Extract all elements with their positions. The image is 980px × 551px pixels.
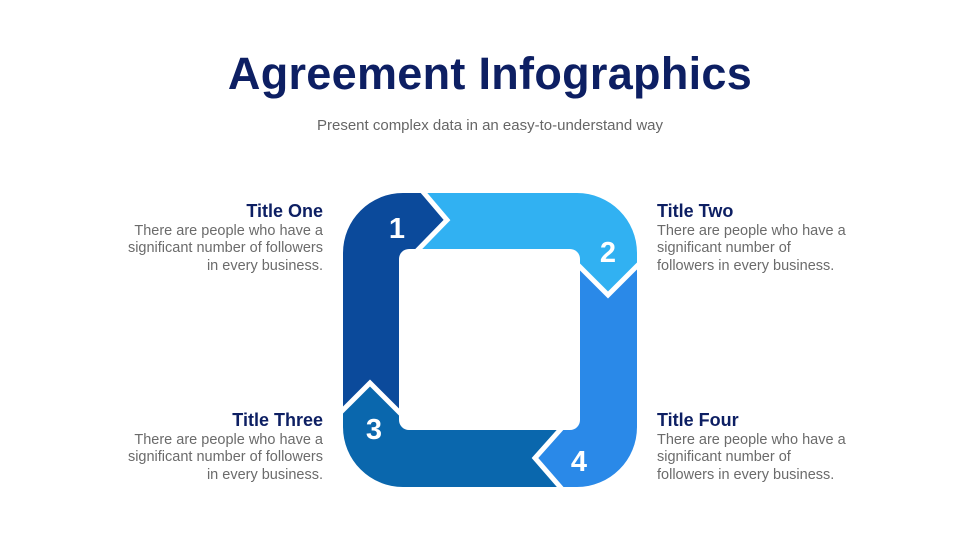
segment-4 <box>535 258 637 487</box>
step-body: There are people who have a significant … <box>657 223 846 274</box>
step-number-2: 2 <box>600 237 616 269</box>
step-four-text: Title Four There are people who have a s… <box>657 409 847 484</box>
step-title: Title Three <box>232 410 323 430</box>
step-title: Title Two <box>657 201 734 221</box>
step-body: There are people who have a significant … <box>127 432 323 483</box>
segment-2 <box>413 193 637 295</box>
separators <box>343 193 637 487</box>
step-number-1: 1 <box>389 213 405 245</box>
page-subtitle: Present complex data in an easy-to-under… <box>316 117 664 134</box>
step-body: There are people who have a significant … <box>657 432 846 483</box>
step-number-4: 4 <box>571 446 587 478</box>
step-title: Title One <box>246 201 323 221</box>
step-title: Title Four <box>657 410 739 430</box>
page-title: Agreement Infographics <box>227 48 753 99</box>
step-three-text: Title Three There are people who have a … <box>123 409 323 484</box>
segment-1 <box>343 193 447 418</box>
step-two-text: Title Two There are people who have a si… <box>657 200 847 275</box>
step-one-text: Title One There are people who have a si… <box>123 200 323 275</box>
segment-3 <box>343 383 565 487</box>
step-body: There are people who have a significant … <box>127 223 323 274</box>
step-number-3: 3 <box>366 414 382 446</box>
